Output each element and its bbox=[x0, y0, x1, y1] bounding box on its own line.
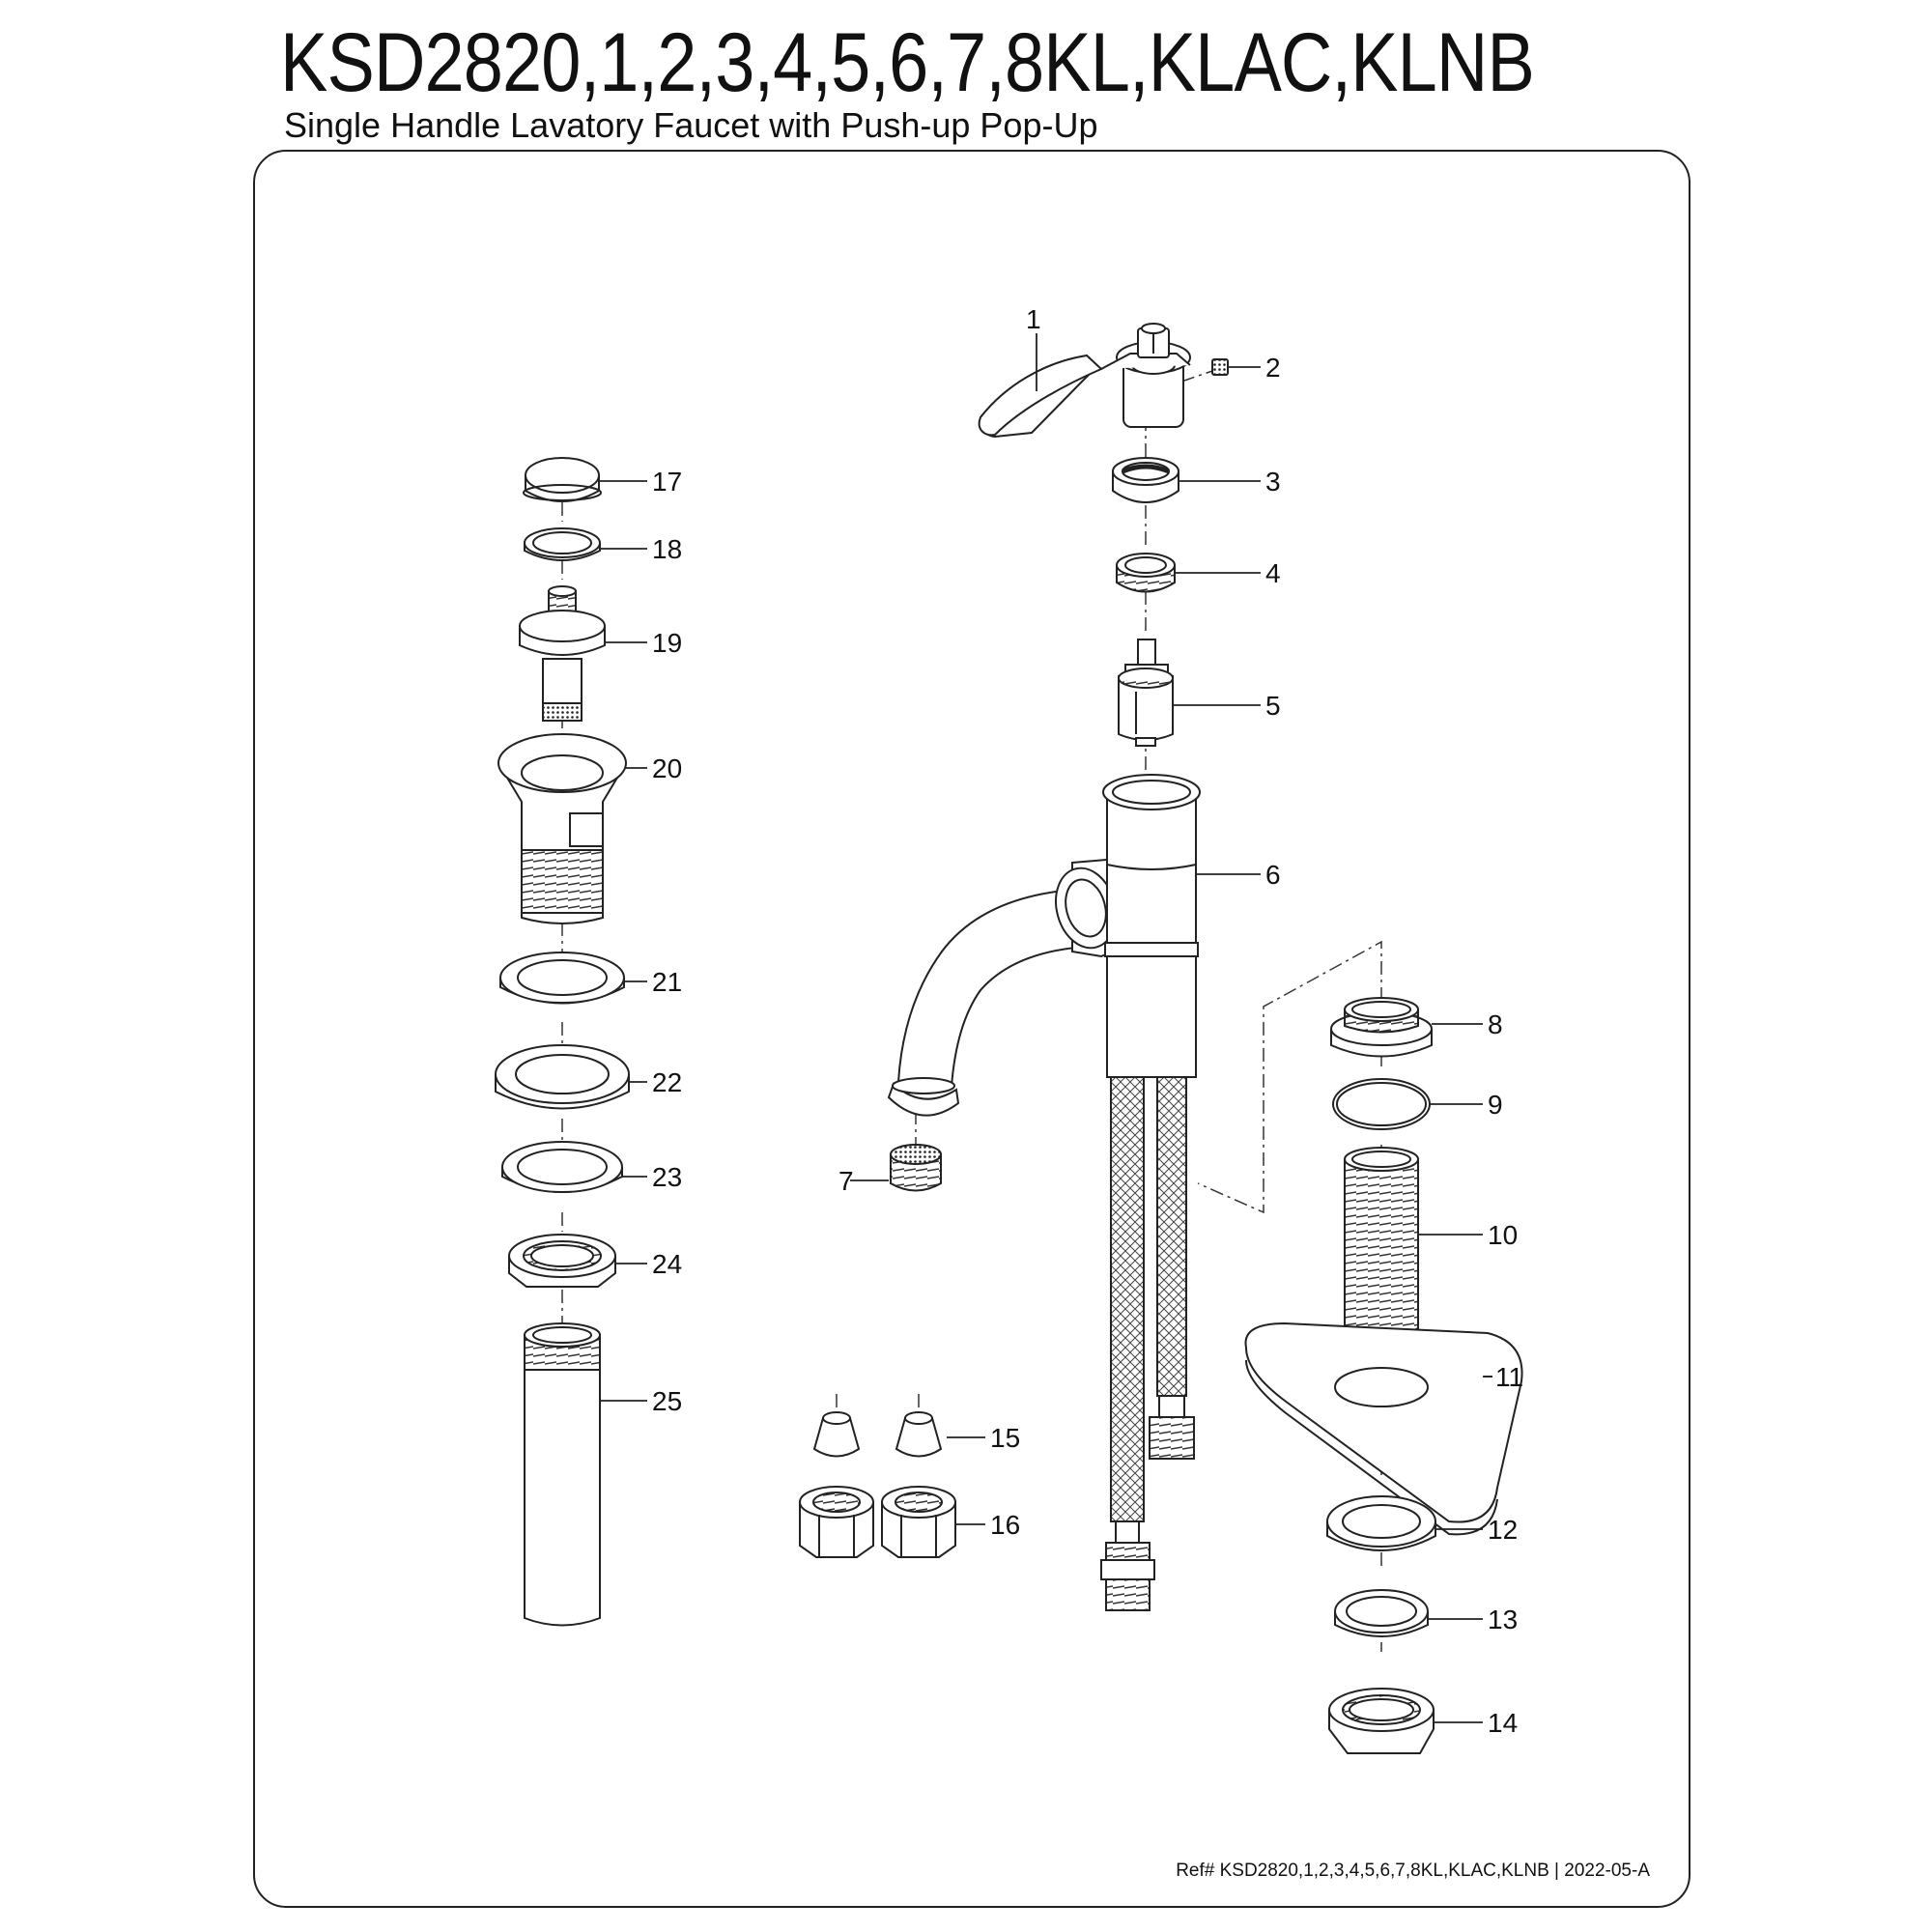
callout-20: 20 bbox=[652, 753, 682, 783]
callout-16: 16 bbox=[990, 1510, 1020, 1540]
part-4-retaining-nut bbox=[1116, 553, 1176, 593]
part-5-cartridge bbox=[1118, 639, 1174, 747]
callout-19: 19 bbox=[652, 628, 682, 658]
part-23-washer bbox=[501, 1141, 623, 1193]
diagram-frame bbox=[253, 150, 1690, 1908]
part-19-popup-plunger bbox=[519, 585, 606, 722]
callout-15: 15 bbox=[990, 1423, 1020, 1453]
callout-5: 5 bbox=[1265, 691, 1281, 721]
callout-13: 13 bbox=[1488, 1605, 1518, 1634]
reference-note: Ref# KSD2820,1,2,3,4,5,6,7,8KL,KLAC,KLNB… bbox=[1176, 1861, 1650, 1881]
part-21-washer bbox=[499, 952, 625, 1005]
callout-12: 12 bbox=[1488, 1515, 1518, 1545]
callout-18: 18 bbox=[652, 534, 682, 564]
callout-2: 2 bbox=[1265, 353, 1281, 383]
page-subtitle: Single Handle Lavatory Faucet with Push-… bbox=[284, 105, 1098, 145]
part-25-tailpiece bbox=[524, 1322, 601, 1627]
part-17-popup-cap bbox=[523, 457, 602, 502]
part-18-seal-ring bbox=[524, 527, 601, 561]
callout-6: 6 bbox=[1265, 860, 1281, 890]
part-3-bonnet-cap bbox=[1112, 457, 1179, 503]
part-1-handle bbox=[978, 323, 1191, 439]
callout-9: 9 bbox=[1488, 1090, 1503, 1120]
supply-hoses bbox=[1100, 1076, 1195, 1611]
callout-8: 8 bbox=[1488, 1009, 1503, 1039]
part-7-aerator bbox=[890, 1144, 942, 1192]
part-11-deck-plate bbox=[1244, 1321, 1523, 1536]
part-24-lock-nut bbox=[508, 1234, 616, 1288]
callout-23: 23 bbox=[652, 1162, 682, 1192]
callout-4: 4 bbox=[1265, 558, 1281, 588]
callout-14: 14 bbox=[1488, 1708, 1518, 1738]
part-20-drain-body bbox=[497, 733, 627, 924]
callout-1: 1 bbox=[1026, 304, 1041, 334]
part-14-lock-nut bbox=[1328, 1688, 1435, 1754]
callout-17: 17 bbox=[652, 467, 682, 497]
part-6-faucet-body bbox=[887, 774, 1201, 1117]
part-12-washer bbox=[1326, 1495, 1436, 1551]
callout-24: 24 bbox=[652, 1249, 682, 1279]
part-13-washer bbox=[1334, 1589, 1429, 1637]
callout-10: 10 bbox=[1488, 1220, 1518, 1250]
leader-lines bbox=[599, 333, 1492, 1723]
page-title: KSD2820,1,2,3,4,5,6,7,8KL,KLAC,KLNB bbox=[280, 16, 1535, 109]
callout-3: 3 bbox=[1265, 467, 1281, 497]
part-8-mounting-flange bbox=[1330, 997, 1433, 1058]
callout-7: 7 bbox=[838, 1166, 854, 1196]
callout-11: 11 bbox=[1495, 1362, 1523, 1392]
part-16-coupling-nuts bbox=[799, 1486, 956, 1558]
part-2-set-screw bbox=[1211, 358, 1229, 376]
center-axis-lines bbox=[561, 369, 1382, 1652]
callout-22: 22 bbox=[652, 1067, 682, 1097]
part-22-gasket bbox=[495, 1044, 630, 1110]
callout-25: 25 bbox=[652, 1386, 682, 1416]
callout-labels: 1 2 3 4 5 6 7 8 9 10 11 12 13 14 15 16 1… bbox=[652, 304, 1523, 1738]
part-15-ferrules bbox=[812, 1411, 943, 1458]
part-9-o-ring bbox=[1332, 1078, 1431, 1130]
callout-21: 21 bbox=[652, 967, 682, 997]
part-10-threaded-shank bbox=[1344, 1147, 1419, 1339]
